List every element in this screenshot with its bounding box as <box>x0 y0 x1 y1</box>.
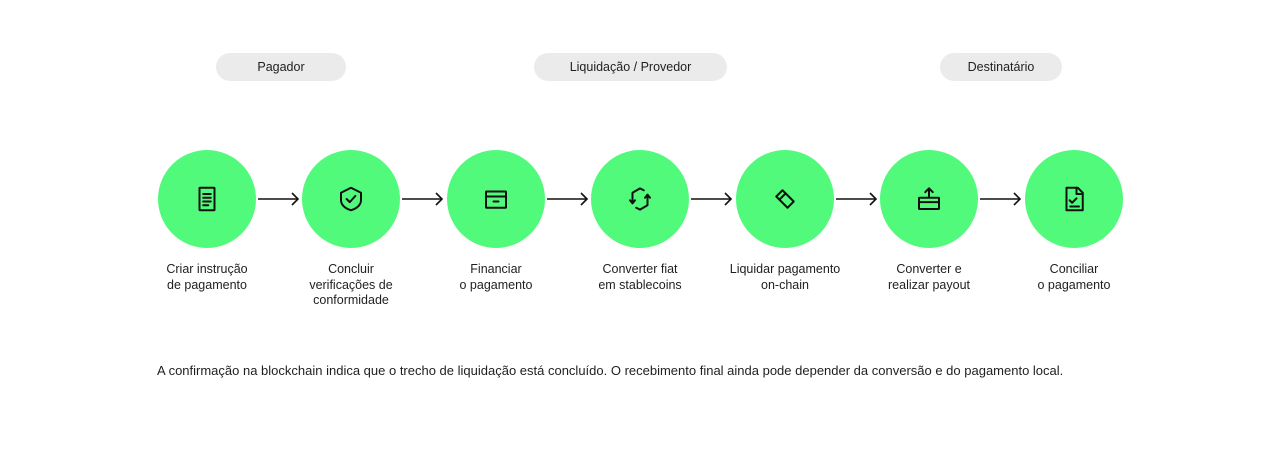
arrow-right-icon <box>402 192 444 206</box>
step-circle <box>447 150 545 248</box>
tag-link-icon <box>775 189 795 209</box>
step-circle <box>736 150 834 248</box>
group-pill-recipient: Destinatário <box>940 53 1062 81</box>
cycle-arrows-icon <box>629 187 651 211</box>
step-fund-payment: Financiar o pagamento <box>426 150 566 293</box>
arrow-right-icon <box>691 192 733 206</box>
group-pill-payer: Pagador <box>216 53 346 81</box>
footnote: A confirmação na blockchain indica que o… <box>157 363 1064 378</box>
step-convert-payout: Converter e realizar payout <box>859 150 999 293</box>
step-label: Conciliar o pagamento <box>1037 262 1111 292</box>
step-label: Criar instrução de pagamento <box>166 262 248 292</box>
step-label: Converter fiat em stablecoins <box>598 262 682 292</box>
step-convert-fiat: Converter fiat em stablecoins <box>570 150 710 293</box>
step-compliance-checks: Concluir verificações de conformidade <box>281 150 421 309</box>
arrow-right-icon <box>980 192 1022 206</box>
step-circle <box>880 150 978 248</box>
step-settle-onchain: Liquidar pagamento on-chain <box>715 150 855 293</box>
group-label-payer: Pagador <box>257 60 305 74</box>
document-check-icon <box>1065 186 1084 212</box>
step-label: Financiar o pagamento <box>459 262 533 292</box>
group-pill-settlement: Liquidação / Provedor <box>534 53 727 81</box>
step-create-instruction: Criar instrução de pagamento <box>137 150 277 293</box>
group-label-settlement: Liquidação / Provedor <box>569 60 692 74</box>
wallet-icon <box>485 190 507 209</box>
document-icon <box>198 186 216 212</box>
step-circle <box>302 150 400 248</box>
step-circle <box>1025 150 1123 248</box>
step-reconcile: Conciliar o pagamento <box>1004 150 1144 293</box>
step-circle <box>591 150 689 248</box>
step-label: Converter e realizar payout <box>888 262 970 292</box>
arrow-right-icon <box>836 192 878 206</box>
arrow-right-icon <box>547 192 589 206</box>
shield-check-icon <box>340 186 362 212</box>
box-upload-icon <box>918 187 940 210</box>
arrow-right-icon <box>258 192 300 206</box>
step-label: Liquidar pagamento on-chain <box>729 262 841 292</box>
group-label-recipient: Destinatário <box>967 60 1035 74</box>
step-label: Concluir verificações de conformidade <box>309 262 393 307</box>
step-circle <box>158 150 256 248</box>
